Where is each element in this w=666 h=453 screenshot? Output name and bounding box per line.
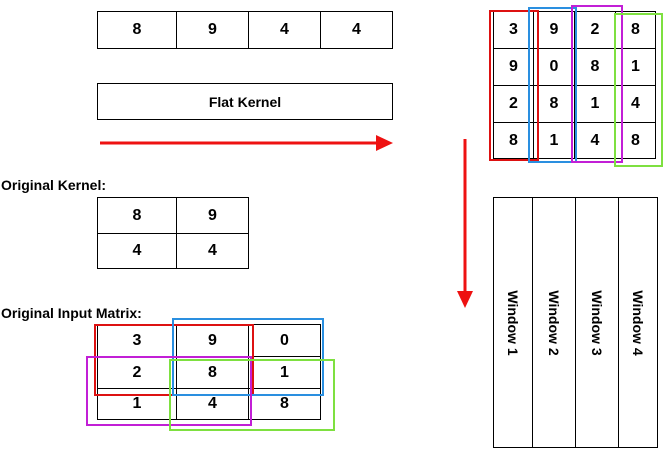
windows-table: Window 1 Window 2 Window 3 Window 4: [493, 197, 658, 448]
original-kernel-grid: 8 9 4 4: [97, 197, 249, 269]
window-column-4: Window 4: [618, 197, 658, 448]
down-arrow: [457, 139, 473, 308]
kernel-cell: 4: [176, 233, 249, 269]
original-kernel-label: Original Kernel:: [1, 177, 107, 193]
input-cell: 8: [248, 388, 321, 420]
original-input-label: Original Input Matrix:: [1, 305, 142, 321]
input-window-4-outline: [169, 359, 335, 431]
flat-kernel-cell: 4: [320, 11, 393, 49]
right-arrow: [100, 135, 393, 151]
column-window-1-outline: [489, 10, 539, 161]
column-window-4-outline: [614, 13, 663, 167]
column-window-3-outline: [571, 5, 623, 163]
column-window-2-outline: [528, 7, 577, 163]
original-input-grid: 3 9 0 2 8 1 1 4 8: [97, 324, 321, 420]
flat-kernel-row: 8 9 4 4: [97, 11, 393, 49]
flat-kernel-label: Flat Kernel: [97, 83, 393, 120]
